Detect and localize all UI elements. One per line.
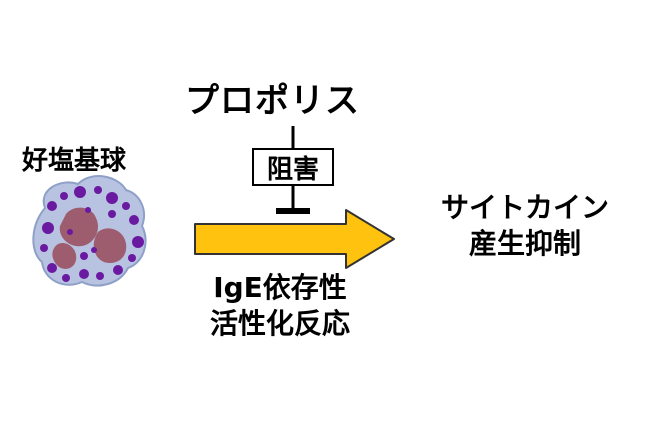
granule (79, 269, 89, 279)
granule (74, 186, 86, 198)
cell-nucleus-lobe (93, 228, 127, 264)
cytokine-line1: サイトカイン (440, 191, 609, 224)
basophil-cell-image (32, 175, 147, 287)
granule (47, 263, 57, 273)
cell-granules (40, 186, 144, 282)
reaction-arrow (194, 209, 395, 269)
propolis-label: プロポリス (185, 81, 360, 121)
inhibit-box: 阻害 (252, 148, 334, 186)
granule (122, 202, 130, 210)
cytokine-line2: 産生抑制 (468, 227, 581, 260)
granule (40, 244, 48, 252)
granule (113, 265, 123, 275)
granule (96, 272, 104, 280)
granule (94, 186, 102, 194)
granule (80, 252, 88, 260)
cell-nucleus-lobe (52, 242, 77, 269)
granule (62, 274, 70, 282)
basophil-label: 好塩基球 (22, 146, 127, 176)
reaction-line1: IgE依存性 (213, 271, 347, 304)
cytokine-label: サイトカイン 産生抑制 (420, 190, 630, 262)
cell-nucleus-lobe (59, 207, 99, 247)
granule (67, 229, 73, 235)
inhibit-bar (276, 208, 310, 214)
granule (106, 192, 118, 204)
reaction-line2: 活性化反応 (209, 307, 350, 340)
reaction-label: IgE依存性 活性化反応 (180, 270, 380, 342)
granule (60, 192, 68, 200)
granule (91, 247, 97, 253)
granule (42, 222, 54, 234)
granule (47, 201, 57, 211)
granule (128, 254, 136, 262)
granule (129, 215, 139, 225)
granule (85, 207, 91, 213)
granule (108, 210, 116, 218)
granule (132, 236, 144, 248)
